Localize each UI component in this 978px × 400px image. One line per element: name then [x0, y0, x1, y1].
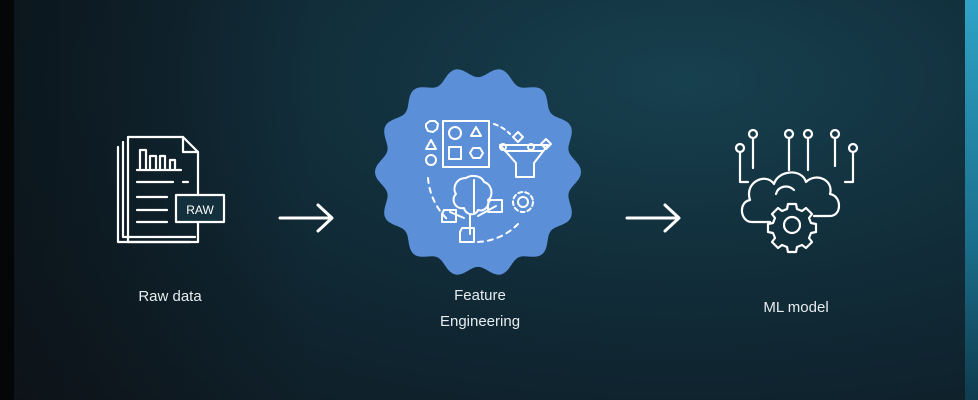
raw-badge-text: RAW: [186, 203, 214, 217]
arrow-right-icon: [625, 203, 681, 233]
ml-model-cloud-gear-icon: [734, 128, 859, 254]
arrow-right-icon: [278, 203, 334, 233]
label-raw-data: Raw data: [138, 288, 202, 305]
feature-engineering-icon: [425, 120, 552, 243]
feature-engineering-badge-background: [375, 69, 581, 275]
raw-data-document-icon: RAW: [116, 135, 226, 244]
right-edge-bar: [965, 0, 978, 400]
left-edge-bar: [0, 0, 14, 400]
label-feature-engineering-line2: Engineering: [439, 313, 521, 330]
label-feature-engineering-line1: Feature: [454, 287, 506, 304]
label-ml-model: ML model: [763, 299, 829, 316]
background-shade: [14, 0, 314, 400]
